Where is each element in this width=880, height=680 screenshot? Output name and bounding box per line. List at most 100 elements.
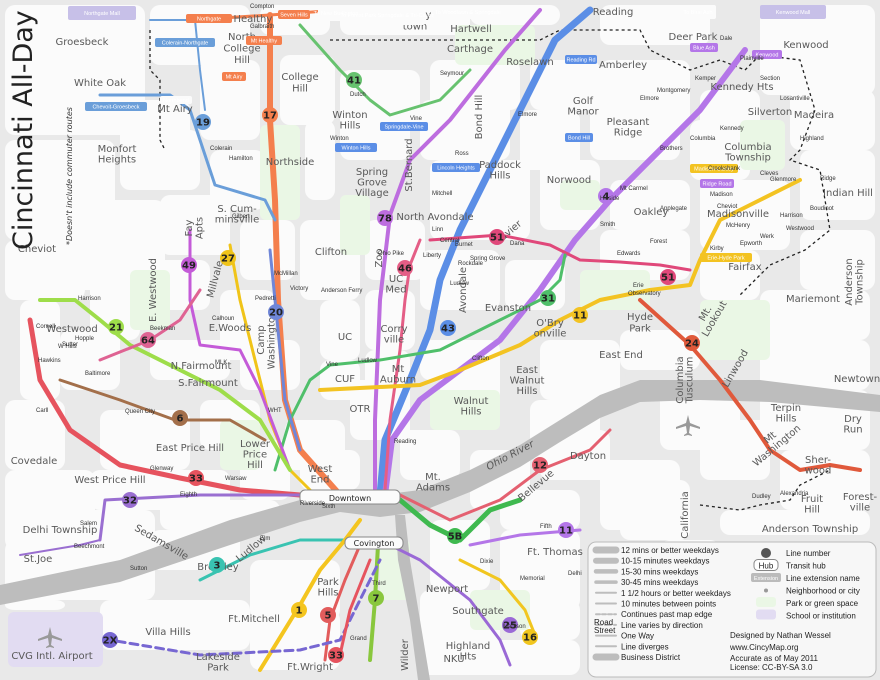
legend-item: Line varies by direction [595,621,703,630]
extension-label-box [432,163,480,172]
extension-label-text: Erie-Hyde Park [707,256,745,262]
route-25-badge[interactable]: 25 [502,617,518,633]
bus-routes [19,6,862,672]
street-label: Galbraith [250,24,274,30]
neighborhood-label-line: Run [843,425,862,436]
neighborhood-label-line: White Oak [74,78,126,89]
extension-label: Colerain-Northgate [155,38,215,47]
neighborhood-label-line: Kennedy Hts [710,82,773,93]
route-20-badge[interactable]: 20 [268,304,284,320]
route-78-badge[interactable]: 78 [377,210,393,226]
route-11-badge[interactable]: 11 [572,307,588,323]
route-number: 16 [523,633,537,644]
route-64-badge[interactable]: 64 [140,332,156,348]
city-block [600,460,680,530]
neighborhood-label-california: California [680,491,691,539]
extension-label: To Forest Park Springdale & Tri-County M… [340,5,448,25]
route-33-badge[interactable]: 33 [328,647,344,663]
route-badge-circle [195,114,211,130]
neighborhood-label-line: Walnut [510,376,545,387]
route-16-badge[interactable]: 16 [522,629,538,645]
city-block [520,600,580,640]
extension-label-box [565,133,593,142]
legend-item: One Way [595,632,654,641]
route-number: 11 [559,526,573,537]
neighborhood-label-s-cumminsville: S. Cum-minsville [215,204,259,226]
legend-item: 12 mins or better weekdays [592,546,719,555]
route-4-badge[interactable]: 4 [598,188,614,204]
neighborhood-label-line: East Price Hill [156,443,224,454]
legend-item: 30-45 mins weekdays [594,578,698,587]
route-32-badge[interactable]: 32 [122,492,138,508]
street-label: Liberty [423,253,441,259]
neighborhood-label-anderson-township-n: AndersonTownship [844,258,866,306]
route-5-badge[interactable]: 5 [320,607,336,623]
route-6-badge[interactable]: 6 [172,410,188,426]
route-46-badge[interactable]: 46 [397,260,413,276]
route-19-badge[interactable]: 19 [195,114,211,130]
route-49-badge[interactable]: 49 [181,257,197,273]
route-3-badge[interactable]: 3 [209,557,225,573]
route-11-badge[interactable]: 11 [558,522,574,538]
route-41-badge[interactable]: 41 [346,72,362,88]
extension-label-box [752,50,782,59]
neighborhood-label-line: Village [355,188,389,199]
route-1-badge[interactable]: 1 [291,602,307,618]
extension-label-text: Kenwood Mall [776,10,811,16]
extension-label-text: Mt Airy [226,75,243,81]
route-17-badge[interactable]: 17 [262,107,278,123]
neighborhood-label-line: Manor [567,107,599,118]
street-label: Calhoun [212,316,234,322]
route-5B-badge[interactable]: 5B [447,528,463,544]
route-21-badge[interactable]: 21 [108,319,124,335]
route-12-badge[interactable]: 12 [532,457,548,473]
neighborhood-label-columbia-tusculum: ColumbiaTusculum [675,356,695,404]
street-label: Ross [455,151,469,157]
route-27-badge[interactable]: 27 [220,250,236,266]
street-label: Ludlow [358,358,378,364]
extension-label: Northbend [160,96,192,104]
city-block [90,280,140,340]
route-badge-circle [122,492,138,508]
route-19-line [98,93,277,222]
neighborhood-label-cheviot: Cheviot [18,244,56,255]
neighborhood-label-line: Walnut [454,396,489,407]
neighborhood-label-roselawn: Roselawn [506,57,553,68]
city-block [20,300,60,400]
neighborhood-label-madisonville: Madisonville [707,209,769,220]
neighborhood-label-wilder: Wilder [400,638,411,671]
neighborhood-label-indian-hill: Indian Hill [823,188,873,199]
route-badge-circle [377,210,393,226]
city-block [760,290,870,340]
neighborhood-label-line: NKU [443,654,464,665]
route-badge-circle [181,257,197,273]
extension-label: Winton Hills [335,143,377,152]
route-51-badge[interactable]: 51 [660,269,676,285]
route-24-badge[interactable]: 24 [684,335,700,351]
route-51-badge[interactable]: 51 [489,229,505,245]
legend-park-swatch [756,597,776,607]
route-badge-circle [572,307,588,323]
street-labels: ComptonGalbraithSeymourDutchWintonVineRo… [36,4,836,642]
route-badge-circle [209,557,225,573]
route-7-badge[interactable]: 7 [368,590,384,606]
extension-label-box [690,164,738,173]
legend-item: Line number [761,548,831,558]
route-33-badge[interactable]: 33 [188,470,204,486]
neighborhood-label-line: Evanston [485,303,531,314]
neighborhood-label-line: Deer Park [669,32,718,43]
route-43-badge[interactable]: 43 [440,320,456,336]
extension-label-text: To Forest Park Springdale & Tri-County M… [340,13,447,19]
street-label: Crookshank [708,166,741,172]
street-label: Dixie [480,559,494,565]
route-badge-circle [540,290,556,306]
route-31-badge[interactable]: 31 [540,290,556,306]
route-2X-badge[interactable]: 2X [102,632,118,648]
city-block [160,195,230,255]
route-badge-circle [532,457,548,473]
route-number: 17 [263,111,277,122]
street-label: Epworth [740,241,762,247]
city-block [520,110,580,170]
